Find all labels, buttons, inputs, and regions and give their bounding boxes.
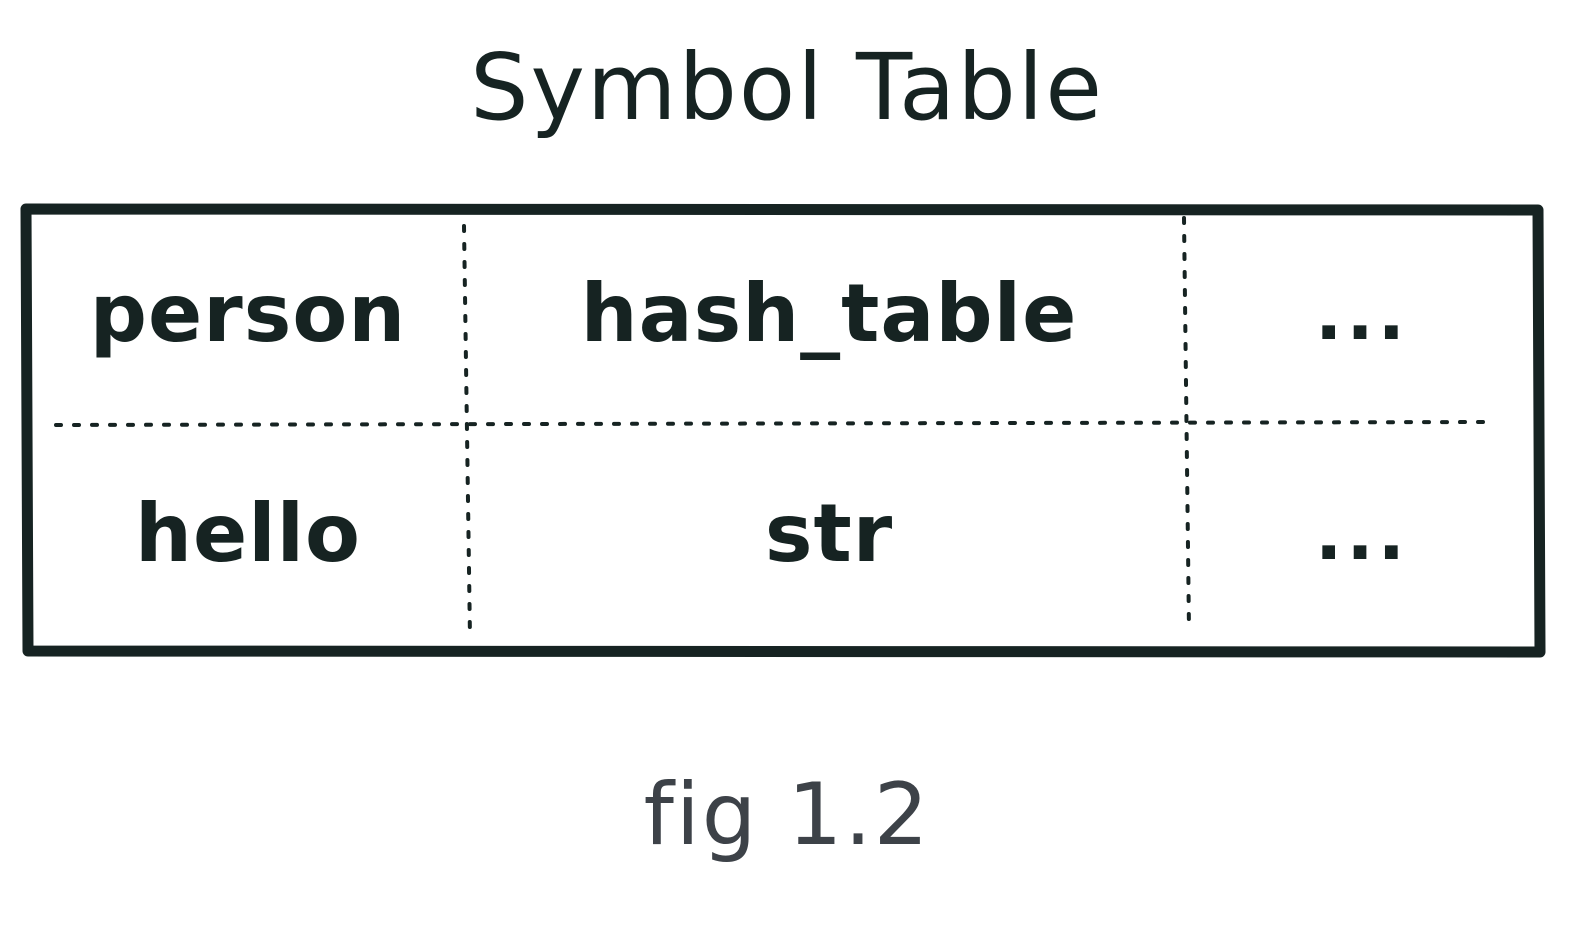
column-divider-2 <box>1182 216 1191 632</box>
table-cell-name-row2: hello <box>134 487 361 580</box>
table-border <box>20 203 1546 658</box>
diagram-title: Symbol Table <box>470 34 1104 141</box>
table-cell-more-row2: ... <box>1314 492 1410 576</box>
table-cell-type-row2: str <box>764 487 894 580</box>
table-cell-name-row1: person <box>89 267 407 360</box>
column-divider-1 <box>462 224 472 640</box>
row-divider <box>54 420 1490 427</box>
table-cell-more-row1: ... <box>1314 272 1410 356</box>
table-cell-type-row1: hash_table <box>580 267 1078 360</box>
figure-caption: fig 1.2 <box>643 765 931 865</box>
